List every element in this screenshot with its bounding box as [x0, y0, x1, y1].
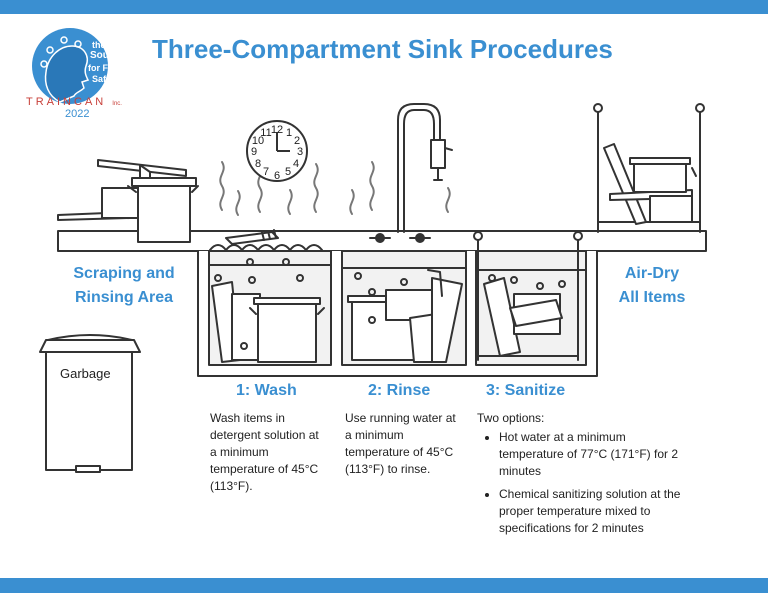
clock-number-5: 5 — [285, 166, 291, 178]
brand-name: TRAINCAN Inc. — [26, 96, 122, 108]
step-rinse-text: Use running water at a minimum temperatu… — [345, 411, 456, 476]
logo-word-source: Source — [90, 50, 124, 61]
clock-number-11: 11 — [260, 127, 271, 139]
bottom-banner — [0, 578, 768, 593]
logo-word-the: the — [92, 40, 106, 50]
clock-number-3: 3 — [297, 146, 303, 158]
clock-number-6: 6 — [274, 170, 280, 182]
clock-number-7: 7 — [263, 166, 269, 178]
step-wash-text: Wash items in detergent solution at a mi… — [210, 411, 319, 493]
garbage-label: Garbage — [60, 366, 111, 381]
clock-number-1: 1 — [286, 127, 292, 139]
scraping-area-line-1: Scraping and — [73, 265, 175, 282]
page-title: Three-Compartment Sink Procedures — [152, 34, 613, 64]
air-dry-line-1: Air-Dry — [624, 265, 680, 282]
step-wash-title: 1: Wash — [236, 382, 297, 399]
air-dry-label: Air-Dry All Items — [604, 262, 700, 310]
top-banner — [0, 0, 768, 14]
step-rinse-title: 2: Rinse — [368, 382, 431, 399]
brand-suffix: Inc. — [112, 101, 122, 107]
sanitize-options-list: Hot water at a minimum temperature of 77… — [477, 429, 689, 537]
brand-year: 2022 — [65, 108, 90, 120]
logo-head-icon — [32, 28, 108, 104]
sanitize-intro: Two options: — [477, 411, 545, 425]
brand-name-text: TRAINCAN — [26, 96, 107, 108]
logo-word-safety: Safety — [92, 74, 120, 84]
sanitize-option-hot-water: Hot water at a minimum temperature of 77… — [499, 429, 689, 480]
air-dry-line-2: All Items — [618, 289, 686, 306]
clock-number-9: 9 — [251, 146, 257, 158]
clock-icon: 12 1 2 3 4 5 6 7 8 9 10 11 — [246, 120, 308, 182]
clock-number-4: 4 — [293, 158, 299, 170]
sanitize-option-chemical: Chemical sanitizing solution at the prop… — [499, 486, 689, 537]
scraping-area-label: Scraping and Rinsing Area — [58, 262, 190, 310]
step-sanitize-title: 3: Sanitize — [486, 382, 566, 399]
clock-number-2: 2 — [294, 135, 300, 147]
clock-number-10: 10 — [252, 135, 264, 147]
clock-number-8: 8 — [255, 158, 261, 170]
clock-number-12: 12 — [271, 124, 283, 136]
scraping-area-line-2: Rinsing Area — [74, 289, 174, 306]
logo-word-for-food: for Food — [88, 63, 125, 73]
step-sanitize-text: Two options: Hot water at a minimum temp… — [477, 410, 689, 543]
